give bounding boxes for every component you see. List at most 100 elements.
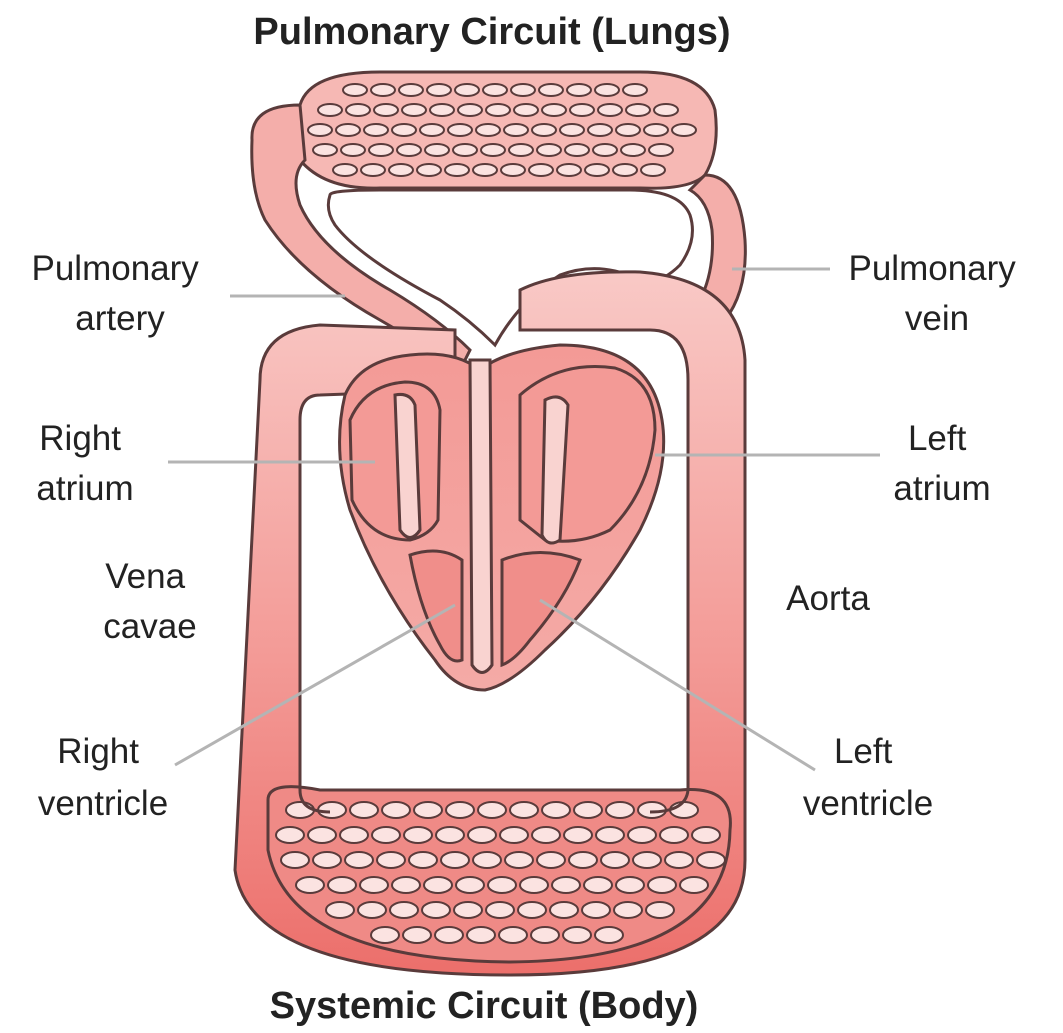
capillary-oval (529, 164, 553, 176)
capillary-oval (445, 164, 469, 176)
capillary-oval (595, 927, 623, 943)
capillary-oval (518, 902, 546, 918)
capillary-oval (509, 144, 533, 156)
capillary-oval (596, 827, 624, 843)
capillary-oval (371, 927, 399, 943)
capillary-oval (420, 124, 444, 136)
capillary-oval (514, 104, 538, 116)
capillary-oval (649, 144, 673, 156)
capillary-oval (606, 802, 634, 818)
capillary-oval (404, 827, 432, 843)
capillary-oval (346, 104, 370, 116)
capillary-oval (585, 164, 609, 176)
capillary-oval (633, 852, 661, 868)
capillary-oval (582, 902, 610, 918)
capillary-oval (665, 852, 693, 868)
capillary-oval (276, 827, 304, 843)
capillary-oval (539, 84, 563, 96)
capillary-oval (500, 827, 528, 843)
capillary-oval (511, 84, 535, 96)
capillary-oval (564, 827, 592, 843)
capillary-oval (481, 144, 505, 156)
pulmonary-vein-label: Pulmonary vein (848, 249, 1025, 338)
capillary-oval (399, 84, 423, 96)
capillary-oval (476, 124, 500, 136)
capillary-oval (613, 164, 637, 176)
capillary-oval (473, 852, 501, 868)
capillary-oval (499, 927, 527, 943)
capillary-oval (565, 144, 589, 156)
capillary-oval (468, 827, 496, 843)
capillary-oval (392, 124, 416, 136)
capillary-oval (308, 124, 332, 136)
capillary-oval (552, 877, 580, 893)
capillary-oval (441, 852, 469, 868)
capillary-oval (296, 877, 324, 893)
capillary-oval (628, 827, 656, 843)
capillary-oval (644, 124, 668, 136)
capillary-oval (454, 902, 482, 918)
capillary-oval (616, 124, 640, 136)
capillary-oval (341, 144, 365, 156)
capillary-oval (326, 902, 354, 918)
capillary-oval (360, 877, 388, 893)
capillary-oval (557, 164, 581, 176)
capillary-oval (281, 852, 309, 868)
capillary-oval (505, 852, 533, 868)
capillary-oval (361, 164, 385, 176)
capillary-oval (333, 164, 357, 176)
capillary-oval (453, 144, 477, 156)
capillary-oval (504, 124, 528, 136)
capillary-oval (425, 144, 449, 156)
capillary-oval (692, 827, 720, 843)
capillary-oval (455, 84, 479, 96)
capillary-oval (313, 852, 341, 868)
tricuspid-valve (395, 394, 420, 537)
pulmonary-artery-label: Pulmonary artery (31, 249, 208, 338)
capillary-oval (593, 144, 617, 156)
capillary-oval (560, 124, 584, 136)
capillary-oval (436, 827, 464, 843)
capillary-oval (397, 144, 421, 156)
capillary-oval (390, 902, 418, 918)
capillary-oval (402, 104, 426, 116)
capillary-oval (567, 84, 591, 96)
capillary-oval (430, 104, 454, 116)
capillary-oval (318, 802, 346, 818)
capillary-oval (646, 902, 674, 918)
vena-cavae-vessel (300, 440, 330, 812)
capillary-oval (371, 84, 395, 96)
capillary-oval (648, 877, 676, 893)
septum (470, 360, 492, 673)
capillary-oval (641, 164, 665, 176)
capillary-oval (382, 802, 410, 818)
capillary-oval (374, 104, 398, 116)
capillary-oval (488, 877, 516, 893)
capillary-oval (680, 877, 708, 893)
capillary-oval (478, 802, 506, 818)
capillary-oval (520, 877, 548, 893)
capillary-oval (654, 104, 678, 116)
capillary-oval (424, 877, 452, 893)
capillary-oval (672, 124, 696, 136)
capillary-oval (595, 84, 619, 96)
capillary-oval (598, 104, 622, 116)
capillary-oval (403, 927, 431, 943)
right-ventricle-label: Right ventricle (38, 732, 168, 823)
capillary-oval (343, 84, 367, 96)
capillary-oval (422, 902, 450, 918)
capillary-oval (626, 104, 650, 116)
capillary-oval (414, 802, 442, 818)
capillary-oval (584, 877, 612, 893)
capillary-oval (372, 827, 400, 843)
capillary-oval (417, 164, 441, 176)
capillary-oval (570, 104, 594, 116)
capillary-oval (532, 827, 560, 843)
capillary-oval (448, 124, 472, 136)
capillary-oval (377, 852, 405, 868)
capillary-oval (601, 852, 629, 868)
capillary-oval (336, 124, 360, 136)
capillary-oval (588, 124, 612, 136)
capillary-oval (486, 902, 514, 918)
capillary-oval (569, 852, 597, 868)
